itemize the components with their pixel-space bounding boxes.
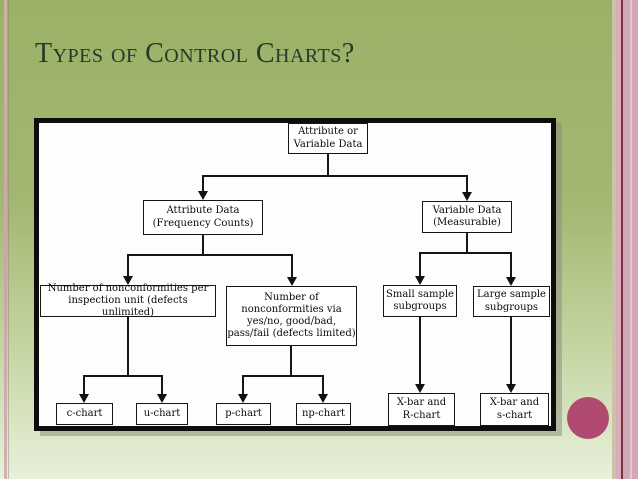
left-edge-stripe [4, 0, 7, 479]
arrowhead-to-small [415, 276, 425, 285]
right-stripe-pink-1 [616, 0, 621, 479]
node-variable-data: Variable Data (Measurable) [422, 201, 512, 233]
page-title: Types of Control Charts? [35, 38, 355, 69]
flowchart-canvas: Attribute or Variable Data Attribute Dat… [39, 123, 551, 426]
accent-circle [567, 397, 609, 439]
connector-root-stem [327, 154, 329, 177]
connector-per-unit-stem [127, 317, 129, 377]
arrowhead-to-variable [462, 192, 472, 201]
node-nonconformities-via: Number of nonconformities via yes/no, go… [226, 286, 357, 346]
node-attribute-data: Attribute Data (Frequency Counts) [143, 200, 263, 235]
node-c-chart: c-chart [56, 403, 113, 425]
node-nonconformities-per-unit: Number of nonconformities per inspection… [40, 283, 216, 318]
connector-to-variable-stem [466, 175, 468, 192]
connector-to-np-chart-stem [322, 375, 324, 394]
right-stripe-maroon [621, 0, 623, 479]
connector-to-large-stem [510, 252, 512, 277]
right-stripe-tan [612, 0, 616, 479]
connector-large-to-xbar-s-stem [510, 317, 512, 384]
node-xbar-s-chart: X-bar and s-chart [480, 393, 549, 426]
connector-to-via-stem [291, 254, 293, 277]
connector-variable-crossbar [419, 252, 512, 254]
arrowhead-to-per-unit [123, 276, 133, 285]
connector-to-per-unit-stem [127, 254, 129, 276]
node-np-chart: np-chart [296, 403, 351, 425]
arrowhead-to-c-chart [79, 394, 89, 403]
connector-to-c-chart-stem [83, 375, 85, 394]
node-small-sample-subgroups: Small sample subgroups [383, 285, 457, 317]
arrowhead-to-p-chart [238, 394, 248, 403]
connector-small-to-xbar-r-stem [419, 317, 421, 384]
node-p-chart: p-chart [216, 403, 271, 425]
connector-attribute-crossbar [127, 254, 293, 256]
connector-variable-stem [466, 233, 468, 254]
node-xbar-r-chart: X-bar and R-chart [388, 393, 455, 426]
connector-per-unit-crossbar [83, 375, 163, 377]
connector-to-small-stem [419, 252, 421, 276]
arrowhead-to-via [287, 277, 297, 286]
node-u-chart: u-chart [136, 403, 188, 425]
left-edge-stripe-line [8, 0, 9, 479]
connector-attribute-stem [202, 235, 204, 256]
arrowhead-to-xbar-s [506, 384, 516, 393]
arrowhead-to-np-chart [318, 394, 328, 403]
connector-to-u-chart-stem [161, 375, 163, 394]
connector-via-crossbar [242, 375, 324, 377]
right-edge-stripes [612, 0, 638, 479]
connector-via-stem [290, 346, 292, 377]
connector-to-attribute-stem [202, 175, 204, 191]
node-large-sample-subgroups: Large sample subgroups [473, 286, 550, 317]
right-stripe-pink-2 [623, 0, 630, 479]
connector-to-p-chart-stem [242, 375, 244, 394]
right-stripe-pink-3 [632, 0, 638, 479]
flowchart-frame: Attribute or Variable Data Attribute Dat… [34, 118, 556, 431]
right-stripe-light [630, 0, 632, 479]
arrowhead-to-u-chart [157, 394, 167, 403]
arrowhead-to-large [506, 277, 516, 286]
node-attribute-or-variable-data: Attribute or Variable Data [288, 123, 368, 154]
arrowhead-to-attribute [198, 191, 208, 200]
arrowhead-to-xbar-r [415, 384, 425, 393]
connector-root-crossbar [202, 175, 468, 177]
